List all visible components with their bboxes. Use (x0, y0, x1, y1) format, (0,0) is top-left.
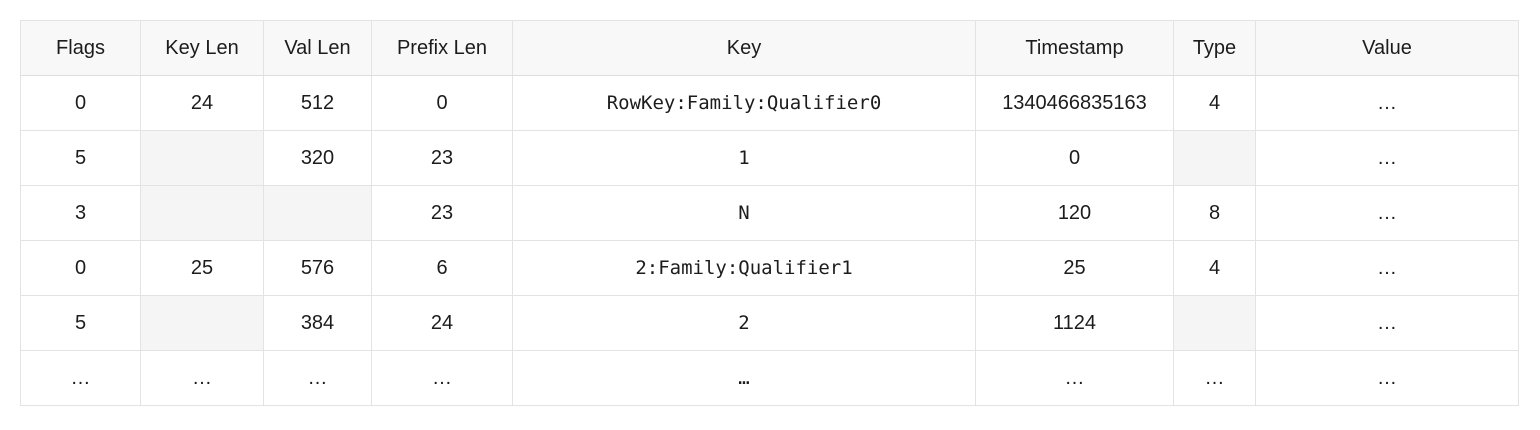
cell-timestamp: 0 (975, 130, 1174, 186)
cell-key_len (140, 295, 264, 351)
cell-flags: … (20, 350, 141, 406)
cell-type (1173, 130, 1256, 186)
table-row: …………………… (20, 350, 1519, 406)
cell-prefix_len: 6 (371, 240, 513, 296)
cell-prefix_len: 23 (371, 185, 513, 241)
cell-value: … (1255, 350, 1519, 406)
cell-prefix_len: 23 (371, 130, 513, 186)
column-header-type[interactable]: Type (1173, 20, 1256, 76)
cell-flags: 5 (20, 130, 141, 186)
cell-type: … (1173, 350, 1256, 406)
cell-flags: 0 (20, 75, 141, 131)
cell-value: … (1255, 295, 1519, 351)
cell-type: 4 (1173, 75, 1256, 131)
cell-value: … (1255, 240, 1519, 296)
cell-type: 8 (1173, 185, 1256, 241)
column-header-val_len[interactable]: Val Len (263, 20, 372, 76)
cell-val_len: 512 (263, 75, 372, 131)
cell-val_len: 576 (263, 240, 372, 296)
cell-prefix_len: 0 (371, 75, 513, 131)
cell-val_len: … (263, 350, 372, 406)
column-header-prefix_len[interactable]: Prefix Len (371, 20, 513, 76)
cell-val_len (263, 185, 372, 241)
cell-key: 1 (512, 130, 976, 186)
cell-val_len: 320 (263, 130, 372, 186)
column-header-key[interactable]: Key (512, 20, 976, 76)
cell-timestamp: … (975, 350, 1174, 406)
cell-flags: 5 (20, 295, 141, 351)
cell-timestamp: 120 (975, 185, 1174, 241)
cell-key_len (140, 130, 264, 186)
cell-key_len: 25 (140, 240, 264, 296)
cell-prefix_len: 24 (371, 295, 513, 351)
column-header-key_len[interactable]: Key Len (140, 20, 264, 76)
cell-value: … (1255, 130, 1519, 186)
cell-key: N (512, 185, 976, 241)
cell-key: 2 (512, 295, 976, 351)
cell-timestamp: 25 (975, 240, 1174, 296)
column-header-timestamp[interactable]: Timestamp (975, 20, 1174, 76)
cell-timestamp: 1340466835163 (975, 75, 1174, 131)
cell-key_len: … (140, 350, 264, 406)
cell-key: 2:Family:Qualifier1 (512, 240, 976, 296)
column-header-flags[interactable]: Flags (20, 20, 141, 76)
cell-flags: 3 (20, 185, 141, 241)
cell-value: … (1255, 75, 1519, 131)
cell-key_len (140, 185, 264, 241)
column-header-value[interactable]: Value (1255, 20, 1519, 76)
cell-type (1173, 295, 1256, 351)
cell-prefix_len: … (371, 350, 513, 406)
cell-flags: 0 (20, 240, 141, 296)
cell-key: … (512, 350, 976, 406)
cell-val_len: 384 (263, 295, 372, 351)
cell-value: … (1255, 185, 1519, 241)
cell-type: 4 (1173, 240, 1256, 296)
cell-key: RowKey:Family:Qualifier0 (512, 75, 976, 131)
cell-timestamp: 1124 (975, 295, 1174, 351)
cell-key_len: 24 (140, 75, 264, 131)
